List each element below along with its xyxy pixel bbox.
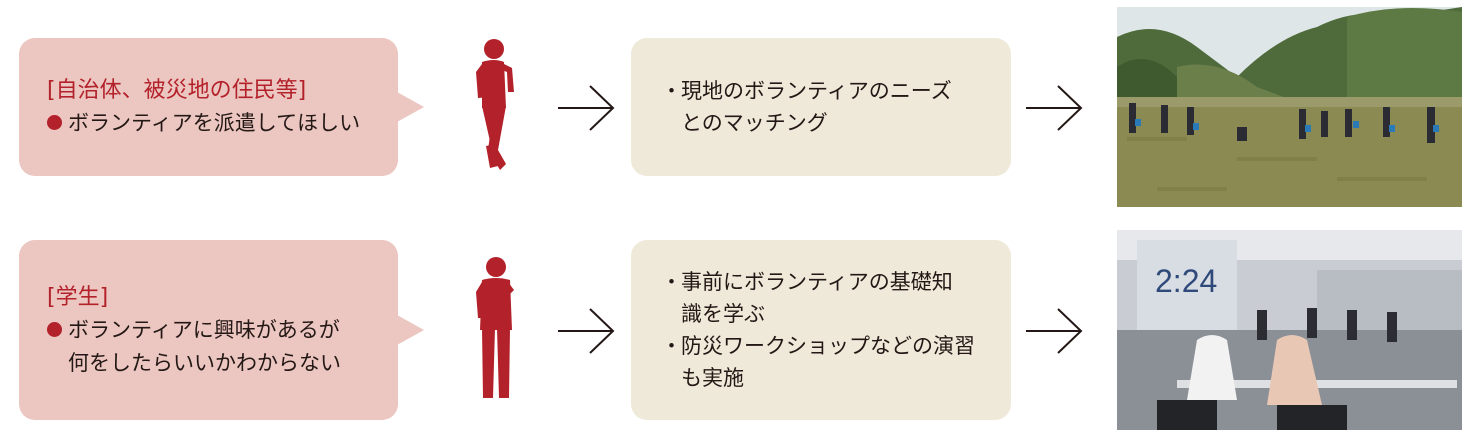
measure-item: ・ 防災ワークショップなどの演習 も実施 xyxy=(661,330,1011,394)
measure-bullet: ・ xyxy=(661,79,682,103)
bubble-title: [自治体、被災地の住民等] xyxy=(47,78,307,103)
measure-line: も実施 xyxy=(681,366,744,390)
classroom-workshop-photo: 2:24 xyxy=(1117,230,1462,430)
bubble-line: ボランティアを派遣してほしい xyxy=(68,111,361,135)
speech-bubble-municipality: [自治体、被災地の住民等] ボランティアを派遣してほしい xyxy=(19,38,424,176)
bubble-line: ボランティアに興味があるが xyxy=(68,317,340,342)
measure-item: ・ 現地のボランティアのニーズ とのマッチング xyxy=(661,75,1011,139)
person-thinking-icon xyxy=(476,39,514,170)
arrow-right-icon xyxy=(558,308,615,354)
bubble-item: ボランティアに興味があるが 何をしたらいいかわからない xyxy=(47,314,398,380)
measure-line: 現地のボランティアのニーズ xyxy=(681,79,952,103)
bullet-dot-icon xyxy=(47,115,62,130)
measure-line: 防災ワークショップなどの演習 xyxy=(681,334,975,358)
measure-box-training: ・ 事前にボランティアの基礎知 識を学ぶ ・ 防災ワークショップなどの演習 も実… xyxy=(631,240,1011,420)
field-volunteers-photo xyxy=(1117,7,1462,207)
screen-clock: 2:24 xyxy=(1155,263,1217,299)
bubble-title: [学生] xyxy=(47,284,109,310)
arrow-right-icon xyxy=(1026,308,1083,354)
bubble-line: 何をしたらいいかわからない xyxy=(68,350,341,375)
measure-line: 事前にボランティアの基礎知 xyxy=(681,270,953,294)
flow-row-municipality: [自治体、被災地の住民等] ボランティアを派遣してほしい ・ 現地のボランティア… xyxy=(0,0,1469,215)
bubble-item: ボランティアを派遣してほしい xyxy=(47,107,398,140)
bullet-dot-icon xyxy=(47,321,62,337)
measure-bullet: ・ xyxy=(661,270,682,294)
flow-row-students: [学生] ボランティアに興味があるが 何をしたらいいかわからない ・ 事前にボラ… xyxy=(0,223,1469,433)
arrow-right-icon xyxy=(1026,85,1083,131)
arrow-right-icon xyxy=(558,85,615,131)
measure-bullet: ・ xyxy=(661,334,682,358)
measure-box-matching: ・ 現地のボランティアのニーズ とのマッチング xyxy=(631,38,1011,176)
speech-bubble-students: [学生] ボランティアに興味があるが 何をしたらいいかわからない xyxy=(19,240,424,420)
measure-item: ・ 事前にボランティアの基礎知 識を学ぶ xyxy=(661,266,1011,330)
measure-line: 識を学ぶ xyxy=(681,302,765,326)
person-confused-icon xyxy=(476,257,514,398)
measure-line: とのマッチング xyxy=(681,111,828,135)
